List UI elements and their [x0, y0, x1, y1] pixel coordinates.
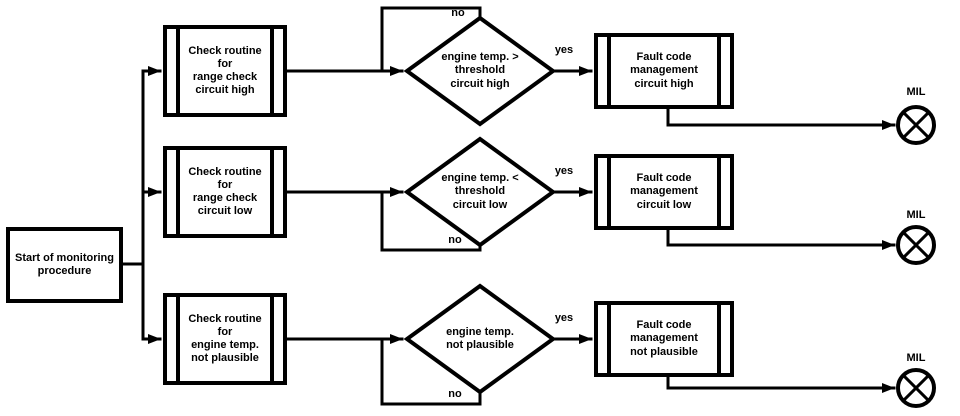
row2-wires	[285, 187, 896, 252]
row1-yes-label: yes	[554, 44, 574, 56]
row1-decision-label: engine temp. > threshold circuit high	[441, 51, 519, 90]
row3-wires	[285, 334, 896, 406]
start-node: Start of monitoring procedure	[6, 227, 123, 303]
row2-check-routine-node: Check routine for range check circuit lo…	[163, 146, 287, 238]
row3-fault-code-node: Fault code management not plausible	[594, 301, 734, 377]
row3-fault-to-mil-arrow	[666, 375, 896, 393]
row3-decision-label: engine temp. not plausible	[446, 325, 514, 351]
row1-fault-code-node: Fault code management circuit high	[594, 33, 734, 109]
row1-mil-label: MIL	[906, 86, 926, 98]
row1-fault-to-mil-arrow	[666, 107, 896, 130]
row3-yes-label: yes	[554, 312, 574, 324]
row1-no-loop	[380, 6, 482, 73]
row2-decision-diamond	[403, 136, 557, 248]
row1-wires	[285, 6, 896, 130]
row2-decision-label: engine temp. < threshold circuit low	[441, 172, 519, 211]
mil-lamps	[896, 105, 936, 408]
row3-no-label: no	[448, 388, 462, 400]
row2-fault-to-mil-arrow	[666, 228, 896, 250]
row3-check-routine-node: Check routine for engine temp. not plaus…	[163, 293, 287, 385]
row2-fault-code-node: Fault code management circuit low	[594, 154, 734, 230]
row1-check-routine-node: Check routine for range check circuit hi…	[163, 25, 287, 117]
row2-yes-label: yes	[554, 165, 574, 177]
row2-mil-lamp-icon	[896, 225, 936, 265]
row2-mil-label: MIL	[906, 209, 926, 221]
row3-no-loop	[380, 337, 482, 406]
row3-mil-lamp-icon	[896, 368, 936, 408]
row3-decision-diamond	[403, 283, 557, 395]
row1-no-label: no	[451, 7, 465, 19]
decision-shapes	[403, 15, 557, 395]
row3-mil-label: MIL	[906, 352, 926, 364]
row2-no-label: no	[448, 234, 462, 246]
row1-decision-diamond	[403, 15, 557, 127]
row1-mil-lamp-icon	[896, 105, 936, 145]
start-branch-wires	[120, 66, 162, 344]
